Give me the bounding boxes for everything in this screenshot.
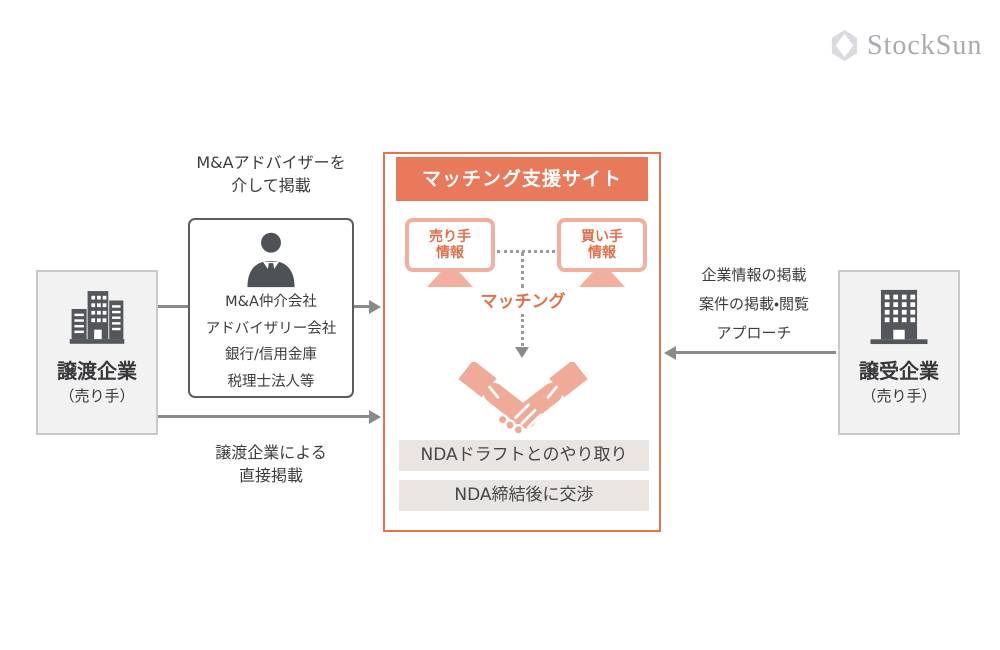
caption-direct-listing: 譲渡企業による 直接掲載 [183,441,359,487]
buyer-company-subtitle: （売り手） [861,387,937,405]
arrow-buyer-to-site-head [664,346,676,360]
arrow-advisor-to-site-head [369,300,381,314]
arrow-advisor-to-site-line [354,305,370,308]
stocksun-logo: StockSun [830,29,982,62]
caption-via-advisor: M&Aアドバイザーを 介して掲載 [183,151,359,197]
seller-company-subtitle: （売り手） [59,387,135,405]
buyer-info-line1: 買い手 [581,229,623,245]
monitor-stand [579,272,625,287]
step-bar-nda-draft: NDAドラフトとのやり取り [399,440,649,471]
matching-label: マッチング [480,292,566,312]
arrow-buyer-to-site-line [676,351,836,354]
buyer-action-line3: アプローチ [716,324,792,342]
down-arrowhead-icon [515,347,529,358]
advisor-box: M&A仲介会社 アドバイザリー会社 銀行/信用金庫 税理士法人等 [188,218,354,398]
handshake-icon [458,362,588,436]
caption-buyer-actions: 企業情報の掲載 案件の掲載・閲覧 アプローチ [671,261,837,348]
buyer-action-line1: 企業情報の掲載 [701,266,807,284]
businessman-icon [247,232,295,288]
step-bar-nda-negotiate: NDA締結後に交渉 [399,480,649,511]
dotted-connector-horizontal [497,250,555,253]
monitor-stand [427,272,473,287]
seller-company-title: 譲渡企業 [57,359,137,383]
advisor-line-3: 銀行/信用金庫 [225,347,317,363]
gem-icon [831,30,858,61]
advisor-line-2: アドバイザリー会社 [205,320,337,337]
caption-via-advisor-line2: 介して掲載 [231,176,311,195]
caption-direct-line2: 直接掲載 [238,466,303,485]
arrow-seller-to-advisor-line [158,305,188,308]
buyer-action-line2: 案件の掲載・閲覧 [698,295,810,313]
advisor-line-1: M&A仲介会社 [225,294,317,310]
caption-via-advisor-line1: M&Aアドバイザーを [196,153,346,172]
buyer-info-monitor-icon: 買い手 情報 [557,218,647,272]
buyer-company-title: 譲受企業 [859,359,939,383]
seller-company-box: 譲渡企業 （売り手） [36,270,158,435]
dotted-connector-vertical-bottom [521,314,524,346]
advisor-line-4: 税理士法人等 [227,373,315,390]
buyer-info-line2: 情報 [588,245,616,261]
seller-info-line2: 情報 [436,245,464,261]
office-building-icon [870,289,928,345]
seller-info-monitor-icon: 売り手 情報 [405,218,495,272]
seller-info-line1: 売り手 [429,229,471,245]
site-title-banner: マッチング支援サイト [396,157,648,201]
arrow-seller-to-site-line [158,415,370,418]
caption-direct-line1: 譲渡企業による [215,443,327,462]
buyer-company-box: 譲受企業 （売り手） [838,270,960,435]
dotted-connector-vertical-top [521,252,524,288]
city-buildings-icon [69,291,125,344]
arrow-seller-to-site-head [369,410,381,424]
logo-text: StockSun [867,29,983,61]
matching-site-box: マッチング支援サイト 売り手 情報 買い手 情報 マッチング [383,152,661,532]
